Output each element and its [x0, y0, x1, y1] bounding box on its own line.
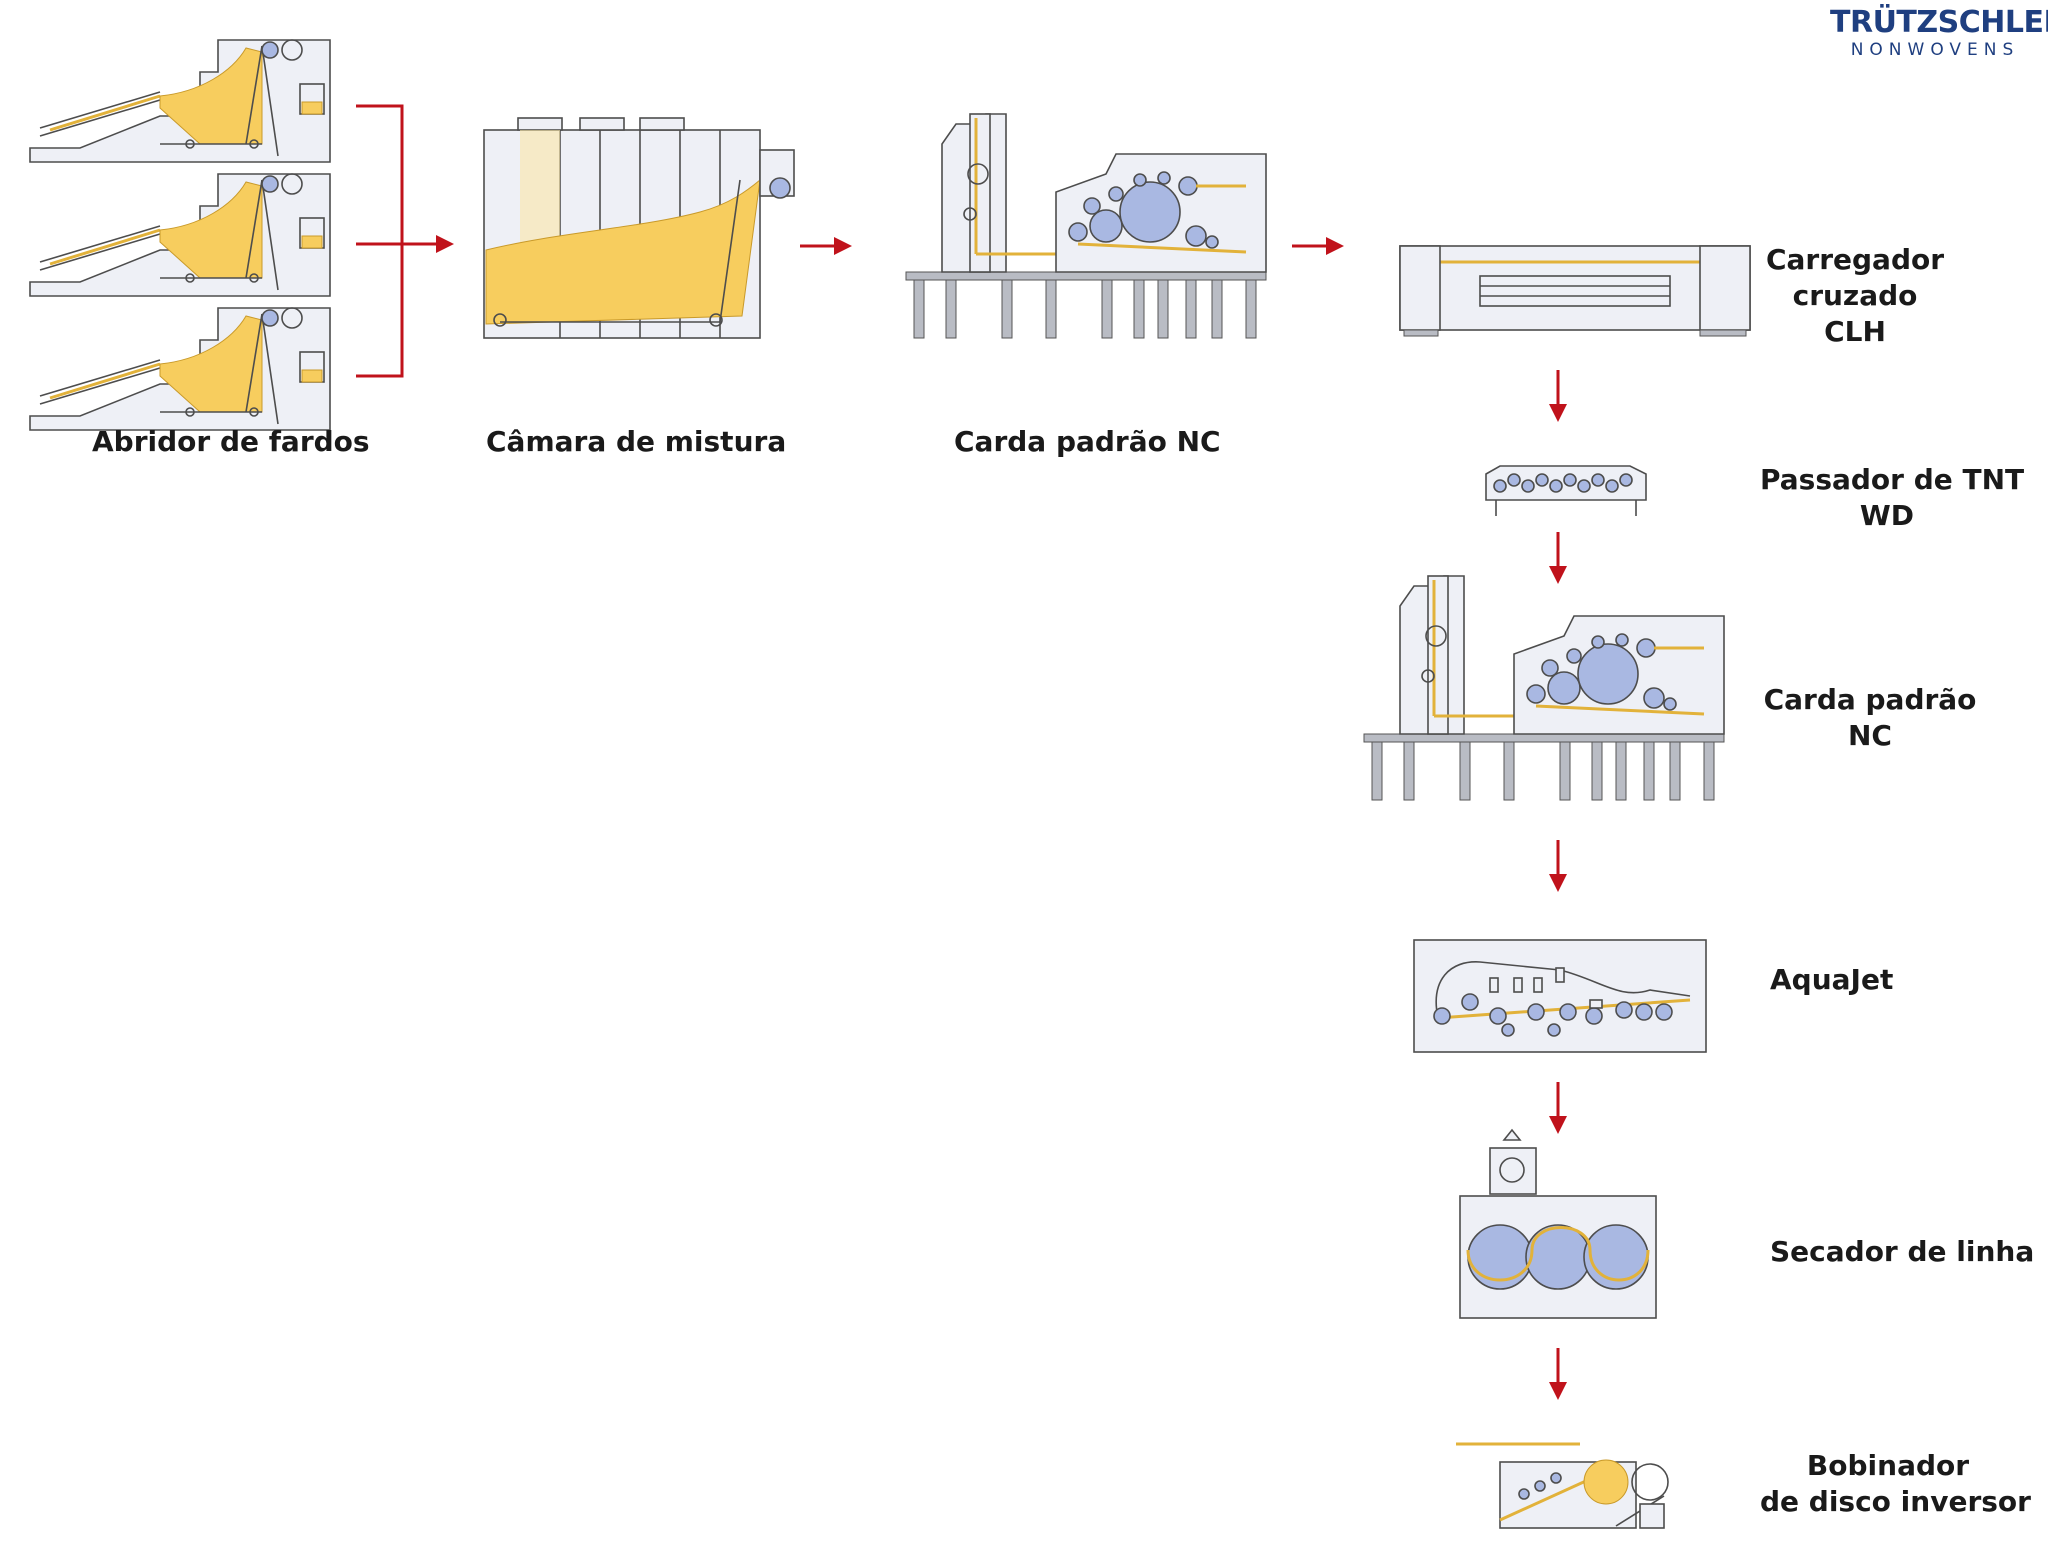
card-2-machine — [1362, 574, 1726, 802]
winder-label-line1: Bobinador — [1806, 1449, 1970, 1482]
dryer-machine — [1459, 1128, 1657, 1319]
logo-division: NONWOVENS — [1850, 40, 2020, 60]
card-2-label: Carda padrão NC — [1760, 682, 1980, 754]
aquajet-label: AquaJet — [1770, 963, 1894, 996]
bale-opener-label: Abridor de fardos — [92, 425, 370, 458]
flow-arrow-4 — [1547, 368, 1569, 424]
web-drafter-label-line1: Passador de TNT — [1760, 463, 2025, 496]
mixing-chamber-machine — [483, 117, 795, 339]
mixing-chamber-label: Câmara de mistura — [486, 425, 787, 458]
cross-lapper-label-line2: cruzado — [1792, 279, 1918, 312]
winder-machine — [1456, 1442, 1669, 1529]
bale-opener-bracket — [356, 104, 404, 378]
bale-opener-3 — [28, 306, 332, 432]
flow-arrow-7 — [1547, 1080, 1569, 1136]
flow-arrow-1 — [400, 233, 456, 255]
card-1-machine — [904, 112, 1268, 340]
cross-lapper-label: Carregador cruzado CLH — [1760, 242, 1950, 350]
winder-label: Bobinador de disco inversor — [1760, 1448, 2031, 1520]
flow-arrow-3 — [1290, 235, 1346, 257]
web-drafter-machine — [1485, 465, 1647, 516]
cross-lapper-machine — [1399, 245, 1751, 337]
dryer-label: Secador de linha — [1770, 1235, 2035, 1268]
flow-arrow-5 — [1547, 530, 1569, 586]
flow-arrow-6 — [1547, 838, 1569, 894]
aquajet-machine — [1413, 939, 1707, 1053]
bale-opener-1 — [28, 38, 332, 164]
flow-arrow-8 — [1547, 1346, 1569, 1402]
logo-brand: TRÜTZSCHLER — [1830, 5, 2048, 40]
cross-lapper-label-line1: Carregador — [1765, 243, 1945, 276]
card-2-label-line2: NC — [1848, 719, 1892, 752]
bale-opener-2 — [28, 172, 332, 298]
cross-lapper-label-line3: CLH — [1824, 315, 1886, 348]
flow-arrow-2 — [798, 235, 854, 257]
trutzschler-logo: TRÜTZSCHLER NONWOVENS — [1830, 5, 2048, 61]
winder-label-line2: de disco inversor — [1760, 1485, 2031, 1518]
card-2-label-line1: Carda padrão — [1763, 683, 1977, 716]
web-drafter-label: Passador de TNT WD — [1760, 462, 2025, 534]
web-drafter-label-line2: WD — [1859, 499, 1915, 532]
card-1-label: Carda padrão NC — [954, 425, 1221, 458]
